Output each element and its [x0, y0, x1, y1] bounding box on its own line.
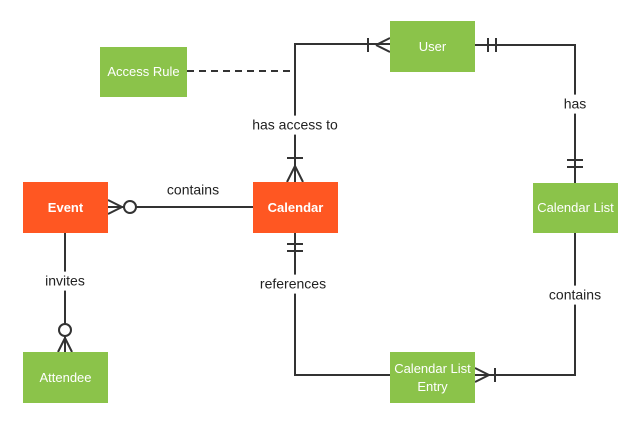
relationship-invites — [57, 233, 73, 353]
entity-label: Event — [47, 199, 84, 215]
crows-foot-calendar-top — [286, 165, 304, 183]
relationship-references — [287, 233, 390, 376]
label-contains-event-calendar: contains — [161, 180, 225, 200]
label-has: has — [558, 94, 592, 114]
relationship-contains-event-calendar — [107, 199, 253, 215]
crows-foot-entry-right — [474, 367, 490, 383]
entity-event[interactable]: Event — [23, 182, 108, 233]
cardinality-zero-circle — [123, 200, 137, 214]
cardinality-zero-circle-attendee — [58, 323, 72, 337]
cardinality-exactly-one-calendar-bottom — [287, 243, 303, 252]
label-references: references — [254, 274, 332, 294]
entity-calendar[interactable]: Calendar — [253, 182, 338, 233]
entity-label: Calendar List — [537, 200, 614, 216]
label-invites: invites — [40, 271, 90, 291]
entity-user[interactable]: User — [390, 21, 475, 72]
entity-label: Access Rule — [107, 64, 180, 80]
cardinality-exactly-one-user-right — [487, 38, 497, 52]
relationship-contains-list-entry — [474, 233, 576, 383]
relationship-has-access-to — [286, 37, 391, 183]
crows-foot-attendee-top — [57, 337, 73, 353]
entity-calendar-list-entry[interactable]: Calendar List Entry — [390, 352, 475, 403]
label-has-access-to: has access to — [247, 115, 343, 135]
crows-foot-event — [107, 199, 123, 215]
entity-calendar-list[interactable]: Calendar List — [533, 183, 618, 233]
entity-label: User — [418, 38, 447, 54]
entity-attendee[interactable]: Attendee — [23, 352, 108, 403]
entity-label: Calendar List Entry — [394, 360, 471, 394]
entity-label: Calendar — [267, 199, 324, 215]
label-contains-list-entry: contains — [543, 285, 607, 305]
crows-foot-user-left — [375, 37, 391, 53]
entity-access-rule[interactable]: Access Rule — [100, 47, 187, 97]
cardinality-exactly-one-calendar-list-top — [567, 159, 583, 168]
relationship-has — [475, 38, 583, 183]
entity-label: Attendee — [39, 369, 92, 385]
